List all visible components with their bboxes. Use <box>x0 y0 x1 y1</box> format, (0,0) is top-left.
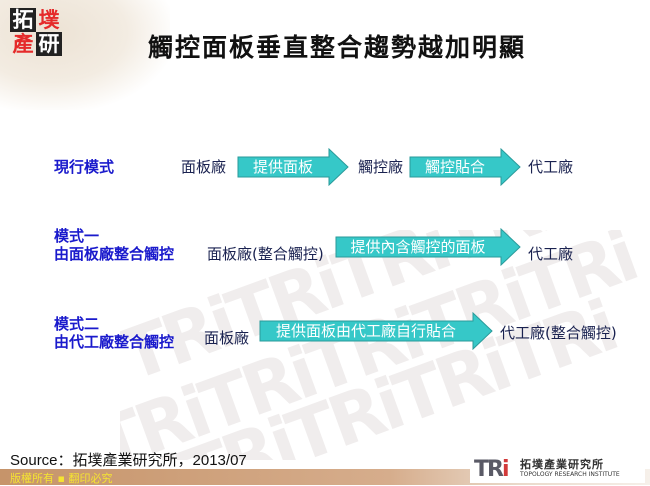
tri-logo-chinese: 拓墣產業研究所 <box>520 458 604 471</box>
mode-label-two-desc: 由代工廠整合觸控 <box>54 333 175 351</box>
tri-logo-english: TOPOLOGY RESEARCH INSTITUTE <box>520 471 620 478</box>
copyright-notice: 版權所有 ▪ 翻印必究 <box>10 472 113 485</box>
arrow-right-icon <box>237 148 349 186</box>
arrow-label: 提供面板 <box>252 158 313 176</box>
arrow-provide-panel: 提供面板 <box>237 148 349 186</box>
mode-label-two-title: 模式二 <box>54 315 100 333</box>
arrow-provide-touch-panel: 提供內含觸控的面板 <box>335 228 521 266</box>
node-oem: 代工廠 <box>528 158 574 176</box>
arrow-label: 提供內含觸控的面板 <box>350 238 486 256</box>
arrow-right-icon <box>335 228 521 266</box>
tri-logo-mark: TRi <box>474 457 509 482</box>
mode-label-one-title: 模式一 <box>54 227 100 245</box>
logo-char: 拓 <box>10 8 36 32</box>
arrow-provide-panel-oem-lamination: 提供面板由代工廠自行貼合 <box>259 312 493 350</box>
logo-char: 研 <box>36 32 62 56</box>
node-panel-maker: 面板廠 <box>204 329 250 347</box>
slide-title: 觸控面板垂直整合趨勢越加明顯 <box>148 33 527 62</box>
node-oem: 代工廠 <box>528 245 574 263</box>
mode-label-one-desc: 由面板廠整合觸控 <box>54 245 175 263</box>
node-oem-integrated: 代工廠(整合觸控) <box>500 324 617 342</box>
arrow-label: 提供面板由代工廠自行貼合 <box>275 322 456 340</box>
arrow-touch-lamination: 觸控貼合 <box>409 148 521 186</box>
arrow-right-icon <box>259 312 493 350</box>
arrow-right-icon <box>409 148 521 186</box>
arrow-label: 觸控貼合 <box>424 158 485 176</box>
source-note: Source：拓墣產業研究所，2013/07 <box>10 452 247 469</box>
tri-logo: TRi 拓墣產業研究所 TOPOLOGY RESEARCH INSTITUTE <box>470 455 645 483</box>
node-panel-maker-integrated: 面板廠(整合觸控) <box>207 245 324 263</box>
node-panel-maker: 面板廠 <box>181 158 227 176</box>
logo-char: 墣 <box>38 8 60 32</box>
node-touch-maker: 觸控廠 <box>358 158 404 176</box>
logo-char: 產 <box>12 32 34 56</box>
mode-label-current: 現行模式 <box>54 158 115 176</box>
company-logo: 拓 墣 產 研 <box>10 8 65 56</box>
